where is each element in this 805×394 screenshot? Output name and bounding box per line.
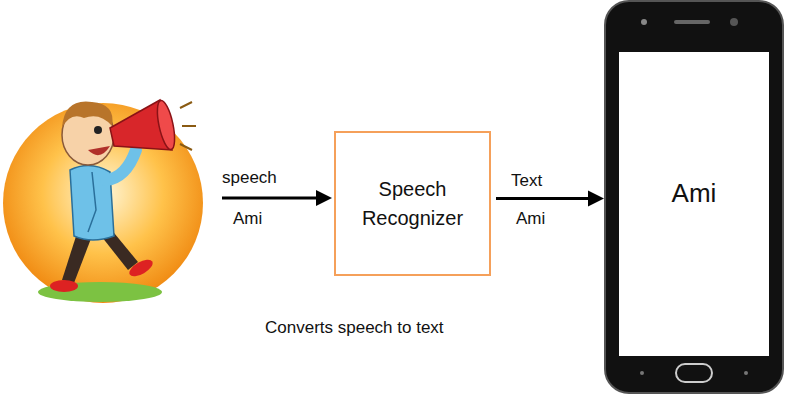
process-box: Speech Recognizer <box>334 131 491 276</box>
box-label: Speech Recognizer <box>344 175 481 233</box>
person-illustration <box>3 99 203 303</box>
phone-screen: Ami <box>604 0 784 394</box>
speech-arrow <box>222 190 332 206</box>
signal-value: Ami <box>516 209 545 229</box>
caption-note: Converts speech to text <box>265 318 444 338</box>
signal-label: speech <box>222 168 277 188</box>
arrow-connector <box>496 191 604 207</box>
signal-value: Ami <box>233 209 262 229</box>
screen-text: Ami <box>672 178 717 209</box>
edge-label: Text <box>511 171 542 191</box>
